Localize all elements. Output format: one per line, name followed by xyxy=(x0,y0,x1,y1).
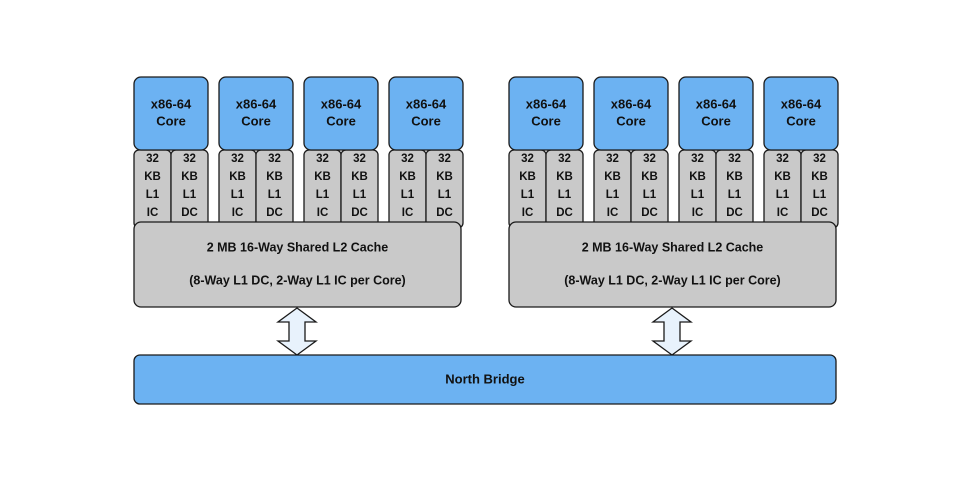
l1-ic-label: IC xyxy=(147,207,159,219)
core-label: x86-64 xyxy=(611,96,652,111)
x86-64-core-box xyxy=(218,76,294,151)
l1-ic-label: IC xyxy=(777,207,789,219)
l1-dc-label: L1 xyxy=(558,189,572,201)
l1-dc-label: 32 xyxy=(558,153,571,165)
north-bridge-box xyxy=(133,354,837,405)
core-label: Core xyxy=(616,113,646,128)
shared-l2-cache-box xyxy=(508,221,837,308)
l1-dc-label: KB xyxy=(811,171,828,183)
x86-64-core-box xyxy=(508,76,584,151)
core-label: x86-64 xyxy=(321,96,362,111)
l1-dc-label: DC xyxy=(266,207,283,219)
l1-ic-label: IC xyxy=(317,207,329,219)
l1-ic-label: KB xyxy=(774,171,791,183)
l1-dc-label: L1 xyxy=(728,189,742,201)
l1-ic-label: KB xyxy=(144,171,161,183)
l1-ic-label: KB xyxy=(229,171,246,183)
l1-ic-label: IC xyxy=(607,207,619,219)
l1-dc-label: 32 xyxy=(728,153,741,165)
l1-ic-label: L1 xyxy=(146,189,160,201)
l1-dc-label: KB xyxy=(726,171,743,183)
l1-dc-label: DC xyxy=(641,207,658,219)
l1-ic-label: KB xyxy=(314,171,331,183)
l1-dc-label: L1 xyxy=(643,189,657,201)
l1-dc-label: DC xyxy=(726,207,743,219)
l1-dc-label: DC xyxy=(436,207,453,219)
l1-dc-label: 32 xyxy=(438,153,451,165)
l1-ic-label: 32 xyxy=(231,153,244,165)
l1-dc-label: 32 xyxy=(353,153,366,165)
core-label: x86-64 xyxy=(236,96,277,111)
l1-dc-label: L1 xyxy=(813,189,827,201)
core-label: Core xyxy=(701,113,731,128)
core-label: Core xyxy=(531,113,561,128)
core-label: x86-64 xyxy=(696,96,737,111)
l1-dc-label: DC xyxy=(181,207,198,219)
x86-64-core-box xyxy=(593,76,669,151)
core-label: x86-64 xyxy=(526,96,567,111)
l2-cache-label: 2 MB 16-Way Shared L2 Cache xyxy=(207,240,389,254)
bidirectional-arrow xyxy=(651,307,693,356)
core-label: Core xyxy=(411,113,441,128)
core-label: Core xyxy=(786,113,816,128)
l2-cache-label: 2 MB 16-Way Shared L2 Cache xyxy=(582,240,764,254)
l1-dc-label: KB xyxy=(266,171,283,183)
core-label: x86-64 xyxy=(406,96,447,111)
core-label: Core xyxy=(156,113,186,128)
l1-dc-label: KB xyxy=(351,171,368,183)
l1-ic-label: 32 xyxy=(606,153,619,165)
bidirectional-arrow xyxy=(276,307,318,356)
core-label: Core xyxy=(326,113,356,128)
l1-dc-label: L1 xyxy=(183,189,197,201)
core-label: x86-64 xyxy=(151,96,192,111)
x86-64-core-box xyxy=(133,76,209,151)
l1-ic-label: IC xyxy=(232,207,244,219)
l1-ic-label: 32 xyxy=(521,153,534,165)
x86-64-core-box xyxy=(303,76,379,151)
l1-ic-label: L1 xyxy=(691,189,705,201)
l1-ic-label: 32 xyxy=(146,153,159,165)
l1-ic-label: 32 xyxy=(776,153,789,165)
l1-ic-label: IC xyxy=(692,207,704,219)
l1-ic-label: L1 xyxy=(316,189,330,201)
l1-dc-label: DC xyxy=(811,207,828,219)
l1-dc-label: KB xyxy=(641,171,658,183)
l1-dc-label: KB xyxy=(436,171,453,183)
north-bridge-label: North Bridge xyxy=(445,371,524,386)
x86-64-core-box xyxy=(678,76,754,151)
l1-ic-label: L1 xyxy=(521,189,535,201)
l1-ic-label: L1 xyxy=(401,189,415,201)
l1-dc-label: 32 xyxy=(643,153,656,165)
l1-dc-label: 32 xyxy=(183,153,196,165)
l1-ic-label: L1 xyxy=(776,189,790,201)
l1-ic-label: 32 xyxy=(316,153,329,165)
core-label: x86-64 xyxy=(781,96,822,111)
l1-ic-label: KB xyxy=(689,171,706,183)
l1-ic-label: IC xyxy=(402,207,414,219)
l1-ic-label: KB xyxy=(604,171,621,183)
x86-64-core-box xyxy=(763,76,839,151)
l2-cache-subtitle: (8-Way L1 DC, 2-Way L1 IC per Core) xyxy=(564,273,780,287)
l1-dc-label: 32 xyxy=(268,153,281,165)
l1-dc-label: L1 xyxy=(353,189,367,201)
l1-ic-label: KB xyxy=(399,171,416,183)
l1-dc-label: L1 xyxy=(438,189,452,201)
l1-ic-label: 32 xyxy=(691,153,704,165)
l1-dc-label: KB xyxy=(181,171,198,183)
l1-ic-label: L1 xyxy=(606,189,620,201)
l2-cache-subtitle: (8-Way L1 DC, 2-Way L1 IC per Core) xyxy=(189,273,405,287)
shared-l2-cache-box xyxy=(133,221,462,308)
l1-ic-label: 32 xyxy=(401,153,414,165)
core-label: Core xyxy=(241,113,271,128)
l1-dc-label: DC xyxy=(556,207,573,219)
l1-ic-label: IC xyxy=(522,207,534,219)
l1-ic-label: L1 xyxy=(231,189,245,201)
l1-ic-label: KB xyxy=(519,171,536,183)
x86-64-core-box xyxy=(388,76,464,151)
l1-dc-label: DC xyxy=(351,207,368,219)
l1-dc-label: L1 xyxy=(268,189,282,201)
l1-dc-label: KB xyxy=(556,171,573,183)
l1-dc-label: 32 xyxy=(813,153,826,165)
